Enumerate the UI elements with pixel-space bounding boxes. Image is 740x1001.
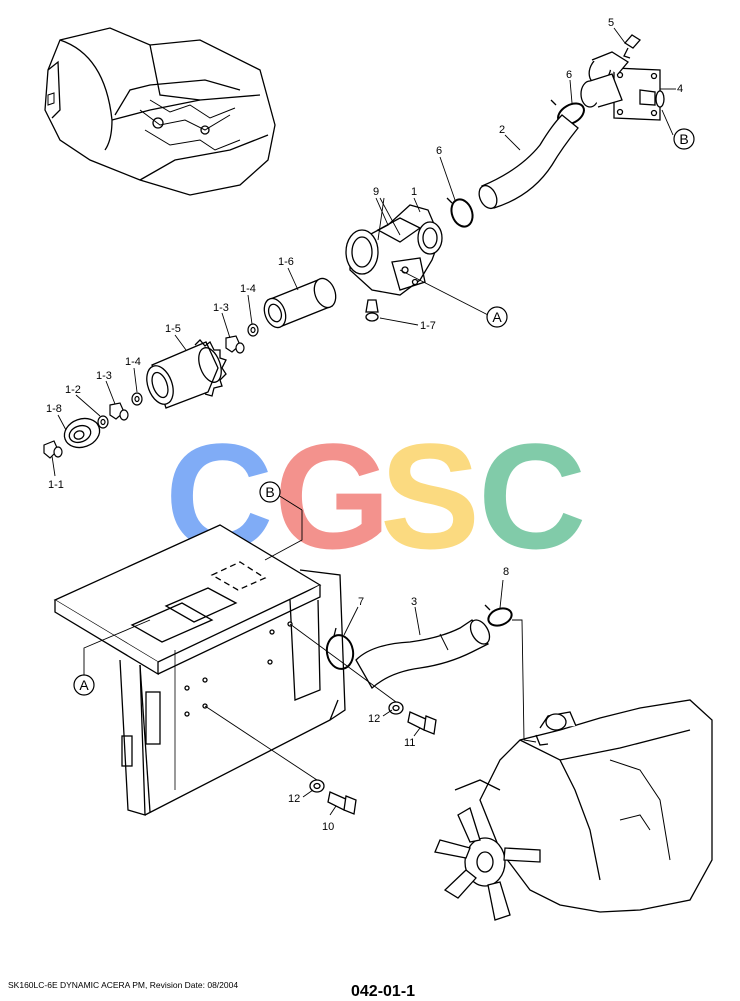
callout-b-upper: B <box>673 128 695 150</box>
part-label-8: 8 <box>503 566 509 578</box>
engine-drawing <box>434 699 713 921</box>
part-label-10: 10 <box>322 821 334 833</box>
watermark-letter-3: S <box>380 412 480 580</box>
part-label-7: 7 <box>358 596 364 608</box>
part-label-11: 11 <box>404 737 415 749</box>
air-cleaner-housing-drawing <box>345 204 443 322</box>
part-label-5: 5 <box>608 17 614 29</box>
part-label-1-4-lower: 1-4 <box>125 356 141 368</box>
cab-assembly-drawing <box>44 27 276 196</box>
callout-a-upper: A <box>486 306 508 328</box>
fan-drawing <box>434 807 541 921</box>
part-label-1-7: 1-7 <box>420 320 436 332</box>
watermark-letter-4: C <box>478 412 586 580</box>
part-label-4: 4 <box>677 83 683 95</box>
hose-2-drawing <box>478 114 579 210</box>
watermark-letter-2: G <box>274 412 391 580</box>
svg-text:A: A <box>79 677 89 693</box>
part-label-1-8: 1-8 <box>46 403 62 415</box>
part-label-1: 1 <box>411 186 417 198</box>
clamp-8-drawing <box>484 604 513 627</box>
part-label-9: 9 <box>373 186 379 198</box>
hose-3-drawing <box>355 619 491 690</box>
part-label-6-upper: 6 <box>566 69 572 81</box>
callout-b-lower: B <box>259 481 281 503</box>
small-fittings-drawing <box>43 323 259 459</box>
clamp-6-drawing <box>446 197 474 228</box>
part-label-2: 2 <box>499 124 505 136</box>
part-label-1-3-upper: 1-3 <box>213 302 229 314</box>
part-label-6-lower: 6 <box>436 145 442 157</box>
svg-text:B: B <box>265 484 274 500</box>
cover-1-8-drawing <box>63 417 101 449</box>
part-label-1-6: 1-6 <box>278 256 294 268</box>
part-labels: 5 6 4 2 6 1 9 1-6 1-4 1-7 1-3 1-5 1-4 1-… <box>46 17 683 833</box>
part-label-1-5: 1-5 <box>165 323 181 335</box>
part-label-3: 3 <box>411 596 417 608</box>
part-label-1-3-lower: 1-3 <box>96 370 112 382</box>
part-label-12-upper: 12 <box>368 713 380 725</box>
part-label-1-2: 1-2 <box>65 384 81 396</box>
bolts-washers-drawing <box>309 701 437 815</box>
leader-lines <box>51 27 676 816</box>
part-label-12-lower: 12 <box>288 793 300 805</box>
part-label-1-4-upper: 1-4 <box>240 283 256 295</box>
support-frame-drawing <box>53 524 346 816</box>
filter-element-1-6-drawing <box>263 277 337 329</box>
filter-element-1-5-drawing <box>146 339 227 409</box>
intake-elbow-drawing <box>550 34 665 126</box>
footer-page-code: 042-01-1 <box>351 983 416 1000</box>
callout-a-lower: A <box>73 674 95 696</box>
footer-model-revision: SK160LC-6E DYNAMIC ACERA PM, Revision Da… <box>8 980 239 990</box>
part-label-1-1: 1-1 <box>48 479 64 491</box>
cgsc-watermark: C G S C <box>165 412 586 580</box>
clamp-7-drawing <box>325 627 355 670</box>
svg-text:B: B <box>679 131 688 147</box>
svg-text:A: A <box>492 309 502 325</box>
